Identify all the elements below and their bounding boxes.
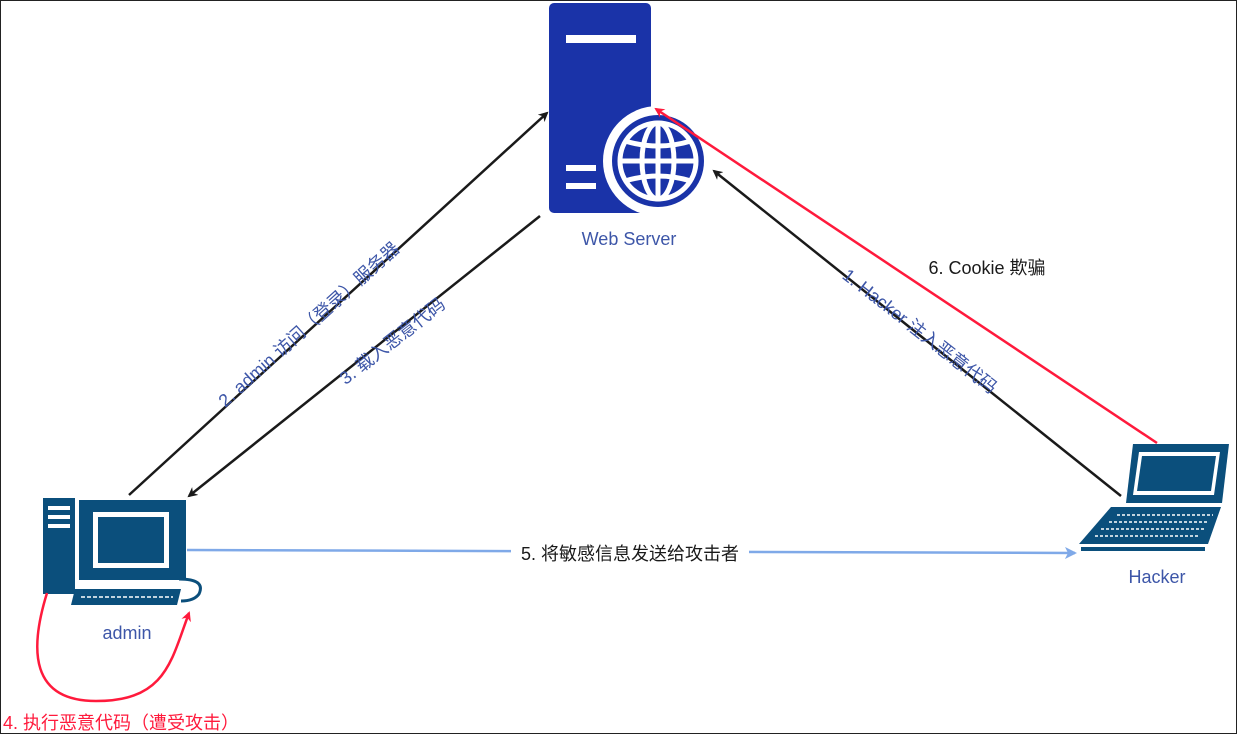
desktop-computer-icon	[43, 498, 202, 605]
edge-execute-loop	[36, 592, 191, 703]
admin-label: admin	[102, 623, 151, 643]
web-server-label: Web Server	[582, 229, 677, 249]
label-step5: 5. 将敏感信息发送给攻击者	[521, 544, 739, 564]
laptop-icon	[1079, 444, 1229, 551]
edge-admin-to-server	[128, 111, 549, 496]
server-globe-icon	[549, 3, 713, 216]
edge-hacker-inject	[712, 169, 1122, 497]
label-step3: 3. 载入恶意代码	[336, 294, 449, 389]
label-step4: 4. 执行恶意代码（遭受攻击）	[3, 713, 239, 733]
label-step6: 6. Cookie 欺骗	[928, 258, 1045, 278]
hacker-label: Hacker	[1128, 567, 1185, 587]
label-step2: 2. admin 访问（登录）服务器	[215, 238, 404, 411]
edge-cookie-spoof	[654, 107, 1158, 445]
edge-server-to-admin	[187, 215, 541, 498]
